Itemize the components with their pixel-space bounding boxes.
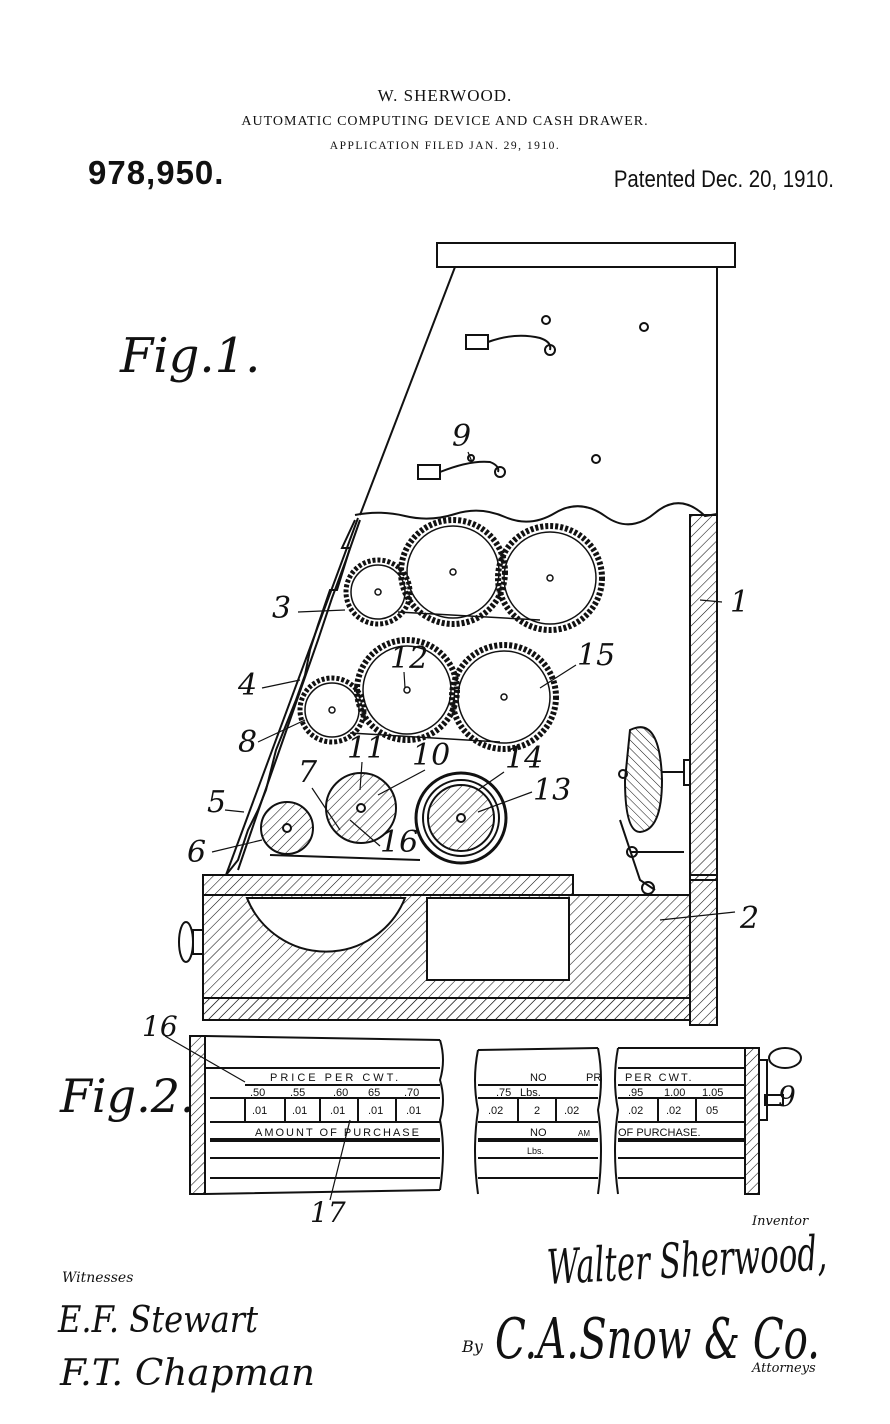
bell-mechanism — [618, 726, 691, 895]
patent-number: 978,950. — [88, 154, 225, 191]
price-1-4: .70 — [404, 1087, 419, 1099]
fig1-label: Fig.1. — [119, 328, 260, 384]
leader-lines — [211, 451, 736, 921]
ref-17: 17 — [310, 1196, 346, 1229]
middle-value-0: .02 — [488, 1105, 503, 1117]
drawer-shelf — [202, 874, 574, 896]
ref-13: 13 — [533, 773, 571, 808]
pr-fragment: PR — [586, 1072, 601, 1084]
amount-2-1: .02 — [666, 1105, 681, 1117]
ref-2: 2 — [739, 901, 759, 936]
price-2-2: 1.05 — [702, 1087, 723, 1099]
cash-drawer — [178, 894, 691, 1021]
ref-12: 12 — [390, 641, 428, 676]
witnesses-label: Witnesses — [62, 1270, 133, 1286]
ref-3: 3 — [272, 591, 291, 626]
ref-16: 16 — [380, 825, 418, 860]
ref-9b: 9 — [778, 1080, 796, 1113]
inventor-label: Inventor — [751, 1214, 809, 1229]
price-1-2: .60 — [333, 1087, 348, 1099]
amount-label-2: OF PURCHASE. — [618, 1127, 701, 1139]
amount-1-3: .01 — [368, 1105, 383, 1117]
attorney-signature: C.A.Snow & Co. — [495, 1307, 820, 1372]
fig2-label: Fig.2. — [59, 1069, 195, 1123]
fig1-numerals: 1 2 3 4 5 6 7 8 9 10 11 12 13 14 15 16 — [187, 419, 759, 936]
ref-8: 8 — [238, 725, 257, 760]
ref-10: 10 — [412, 738, 450, 773]
ref-4: 4 — [237, 668, 257, 703]
no-label-2: NO — [530, 1127, 547, 1139]
ref-5: 5 — [207, 785, 226, 820]
price-1-1: .55 — [290, 1087, 305, 1099]
by-label: By — [461, 1337, 484, 1356]
break-line — [354, 502, 718, 526]
price-header-1: PRICE PER CWT. — [270, 1072, 401, 1084]
ref-6: 6 — [187, 835, 206, 870]
filing-date: APPLICATION FILED JAN. 29, 1910. — [329, 140, 561, 152]
signature-block: Inventor Walter Sherwood, Witnesses E.F.… — [57, 1214, 828, 1394]
amount-1-0: .01 — [252, 1105, 267, 1117]
ref-7: 7 — [298, 755, 318, 790]
price-1-0: .50 — [250, 1087, 265, 1099]
no-label: NO — [530, 1072, 547, 1084]
housing-top-cap — [436, 242, 736, 268]
inventor-signature: Walter Sherwood, — [546, 1225, 829, 1296]
middle-value-2: .02 — [564, 1105, 579, 1117]
amount-1-2: .01 — [330, 1105, 345, 1117]
price-2-0: .95 — [628, 1087, 643, 1099]
housing — [225, 242, 736, 876]
am-fragment: AM — [578, 1129, 590, 1138]
right-wall-1 — [689, 514, 718, 881]
price-2-1: 1.00 — [664, 1087, 685, 1099]
fig2-numerals: 16 17 9 — [142, 1010, 796, 1229]
amount-1-1: .01 — [292, 1105, 307, 1117]
right-wall-lower — [689, 874, 718, 1026]
gear-row-1 — [343, 517, 605, 633]
gear-row-2 — [297, 637, 559, 752]
lever-arms — [417, 315, 649, 480]
patent-title: AUTOMATIC COMPUTING DEVICE AND CASH DRAW… — [241, 114, 649, 129]
front-face-steps — [225, 519, 361, 876]
witness-2-signature: F.T. Chapman — [59, 1353, 315, 1394]
strip-panel-3 — [614, 1047, 802, 1195]
ref-14: 14 — [505, 741, 543, 776]
strip-panel-2 — [474, 1047, 602, 1195]
drum-row — [260, 771, 508, 865]
price-1-3: 65 — [368, 1087, 380, 1099]
lbs-label: Lbs. — [527, 1146, 544, 1156]
strip-panel-1 — [189, 1035, 444, 1195]
amount-1-4: .01 — [406, 1105, 421, 1117]
strip-text: PRICE PER CWT. .50 .55 .60 65 .70 .01 .0… — [250, 1072, 723, 1156]
lbs-value-1: Lbs. — [520, 1087, 541, 1099]
ref-16b: 16 — [142, 1010, 178, 1043]
patent-date: Patented Dec. 20, 1910. — [613, 166, 834, 193]
ref-11: 11 — [347, 731, 385, 766]
middle-value-1: 2 — [534, 1105, 540, 1117]
amount-label-1: AMOUNT OF PURCHASE — [255, 1127, 421, 1139]
price-header-2: PER CWT. — [625, 1072, 694, 1084]
amount-2-2: 05 — [706, 1105, 718, 1117]
lbs-value-0: .75 — [496, 1087, 511, 1099]
inventor-name: W. SHERWOOD. — [377, 86, 513, 105]
amount-2-0: .02 — [628, 1105, 643, 1117]
ref-9: 9 — [452, 419, 471, 454]
attorneys-label: Attorneys — [751, 1361, 816, 1376]
witness-1-signature: E.F. Stewart — [57, 1300, 258, 1341]
ref-15: 15 — [577, 638, 615, 673]
ref-1: 1 — [730, 585, 749, 620]
